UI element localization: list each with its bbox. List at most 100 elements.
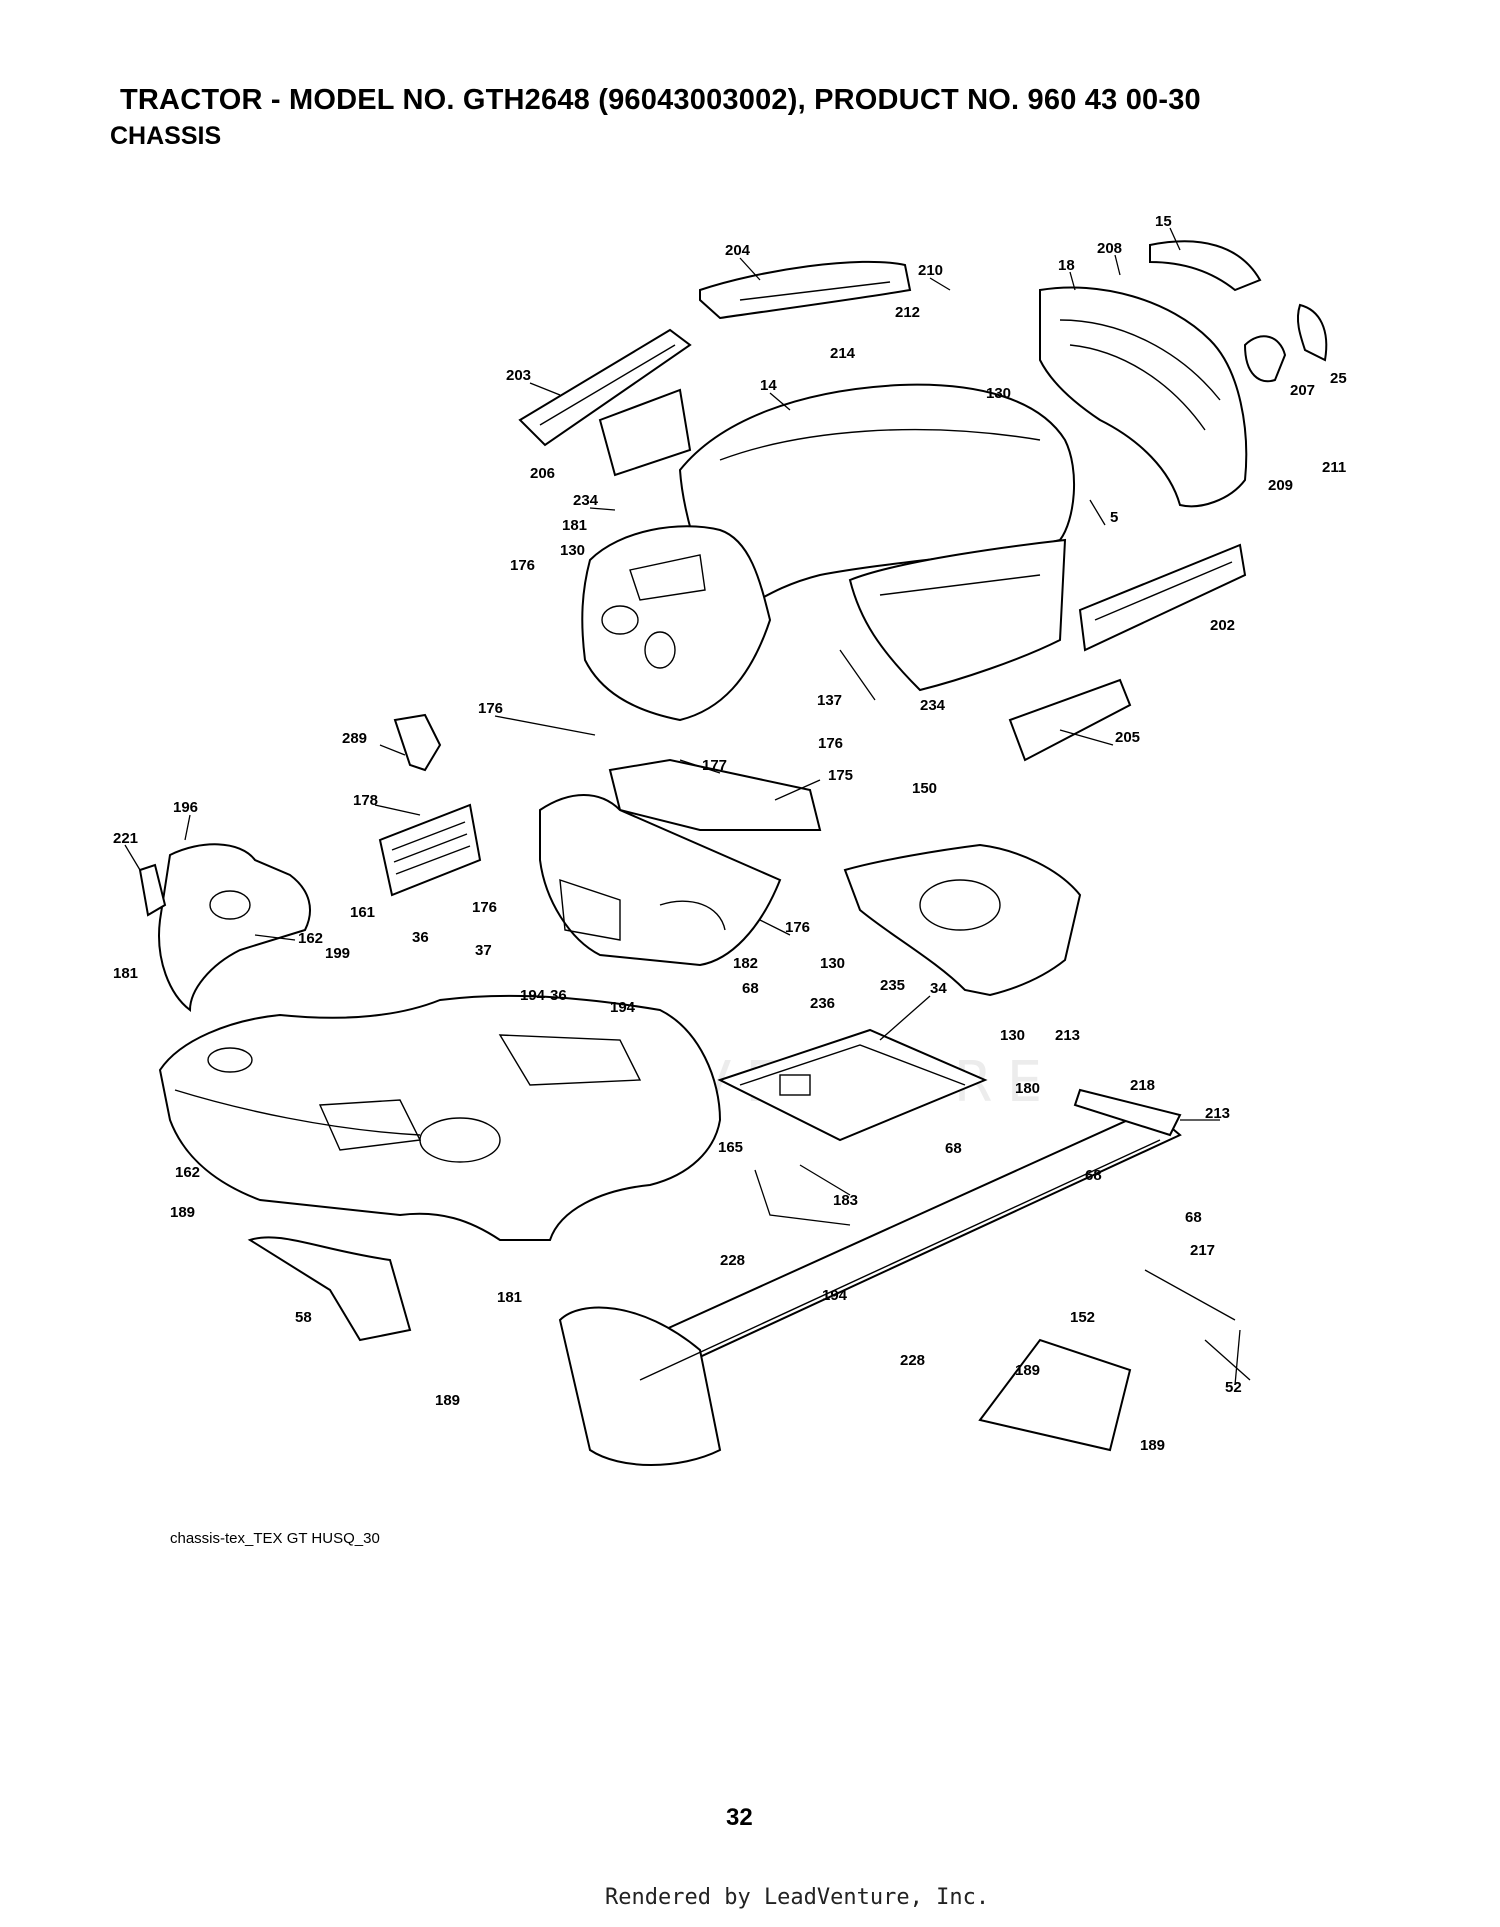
- diagram-reference: chassis-tex_TEX GT HUSQ_30: [170, 1530, 380, 1547]
- callout-label: 180: [1015, 1080, 1040, 1097]
- callout-label: 214: [830, 345, 856, 362]
- callout-label: 130: [1000, 1027, 1025, 1044]
- callout-label: 189: [1140, 1437, 1165, 1454]
- section-subtitle: CHASSIS: [110, 122, 222, 150]
- page-title: TRACTOR - MODEL NO. GTH2648 (96043003002…: [120, 84, 1201, 116]
- callout-label: 175: [828, 767, 853, 784]
- battery-box-part: [843, 843, 1082, 997]
- callout-label: 234: [573, 492, 599, 509]
- cover-part: [138, 863, 167, 917]
- callout-label: 203: [506, 367, 531, 384]
- callout-label: 162: [175, 1164, 200, 1181]
- callout-label: 68: [945, 1140, 962, 1157]
- callout-label: 181: [562, 517, 587, 534]
- link-part: [754, 1169, 851, 1226]
- callout-label: 235: [880, 977, 905, 994]
- vent-bracket-part: [598, 388, 692, 477]
- callout-label: 181: [113, 965, 138, 982]
- callout-label: 205: [1115, 729, 1140, 746]
- callout-label: 176: [785, 919, 810, 936]
- callout-label: 161: [350, 904, 375, 921]
- page-number: 32: [726, 1804, 753, 1831]
- deflector-part: [978, 1338, 1132, 1452]
- callout-label: 68: [742, 980, 759, 997]
- callout-label: 182: [733, 955, 758, 972]
- callout-label: 199: [325, 945, 350, 962]
- callout-label: 176: [510, 557, 535, 574]
- callout-label: 5: [1110, 509, 1118, 526]
- callout-label: 236: [810, 995, 835, 1012]
- callout-label: 196: [173, 799, 198, 816]
- callout-label: 189: [170, 1204, 195, 1221]
- callout-label: 210: [918, 262, 943, 279]
- callout-labels: 15 208 18 204 210 212 214 25 207 203 14 …: [113, 213, 1347, 1454]
- callout-label: 181: [497, 1289, 522, 1306]
- callout-label: 152: [1070, 1309, 1095, 1326]
- hood-vent-part: [699, 260, 912, 320]
- callout-label: 221: [113, 830, 138, 847]
- callout-label: 228: [900, 1352, 925, 1369]
- callout-label: 25: [1330, 370, 1347, 387]
- callout-label: 14: [760, 377, 777, 394]
- callout-label: 130: [560, 542, 585, 559]
- mount-plate-part: [717, 1028, 988, 1142]
- side-vent-part: [518, 328, 692, 447]
- callout-label: 176: [818, 735, 843, 752]
- bracket-part: [393, 713, 442, 772]
- callout-label: 194: [822, 1287, 848, 1304]
- callout-label: 15: [1155, 213, 1172, 230]
- callout-label: 137: [817, 692, 842, 709]
- callout-label: 178: [353, 792, 378, 809]
- callout-label: 218: [1130, 1077, 1155, 1094]
- callout-label: 207: [1290, 382, 1315, 399]
- seat-pan-part: [158, 843, 311, 1013]
- hood-part: [678, 383, 1075, 692]
- lens-part: [1296, 303, 1328, 362]
- callout-label: 194: [610, 999, 636, 1016]
- vent-panel-part: [378, 803, 482, 897]
- callout-label: 194: [520, 987, 546, 1004]
- callout-label: 68: [1185, 1209, 1202, 1226]
- callout-label: 37: [475, 942, 492, 959]
- bracket-218-part: [1073, 1088, 1182, 1137]
- callout-label: 36: [550, 987, 567, 1004]
- leader-lines: [124, 227, 1251, 1386]
- callout-label: 212: [895, 304, 920, 321]
- callout-label: 234: [920, 697, 946, 714]
- callout-label: 209: [1268, 477, 1293, 494]
- callout-label: 213: [1205, 1105, 1230, 1122]
- callout-label: 176: [478, 700, 503, 717]
- callout-label: 189: [435, 1392, 460, 1409]
- callout-label: 189: [1015, 1362, 1040, 1379]
- callout-label: 52: [1225, 1379, 1242, 1396]
- dash-lower-part: [539, 794, 782, 967]
- callout-label: 228: [720, 1252, 745, 1269]
- callout-label: 34: [930, 980, 947, 997]
- footer-credit: Rendered by LeadVenture, Inc.: [605, 1885, 990, 1910]
- fender-part: [158, 994, 722, 1241]
- callout-label: 150: [912, 780, 937, 797]
- callout-label: 130: [986, 385, 1011, 402]
- lower-grille-part: [1078, 543, 1247, 652]
- callout-label: 58: [295, 1309, 312, 1326]
- callout-label: 68: [1085, 1167, 1102, 1184]
- callout-label: 202: [1210, 617, 1235, 634]
- callout-label: 130: [820, 955, 845, 972]
- callout-label: 18: [1058, 257, 1075, 274]
- callout-label: 204: [725, 242, 751, 259]
- callout-label: 211: [1322, 459, 1346, 476]
- callout-label: 289: [342, 730, 367, 747]
- dash-part: [581, 525, 772, 722]
- bracket-58-part: [247, 1236, 412, 1342]
- hood-side-part: [1039, 286, 1248, 508]
- headlight-part: [1243, 335, 1287, 383]
- callout-label: 162: [298, 930, 323, 947]
- callout-label: 183: [833, 1192, 858, 1209]
- rod-part: [1144, 1269, 1236, 1321]
- callout-label: 176: [472, 899, 497, 916]
- callout-label: 165: [718, 1139, 743, 1156]
- callout-label: 36: [412, 929, 429, 946]
- callout-label: 213: [1055, 1027, 1080, 1044]
- callout-label: 208: [1097, 240, 1122, 257]
